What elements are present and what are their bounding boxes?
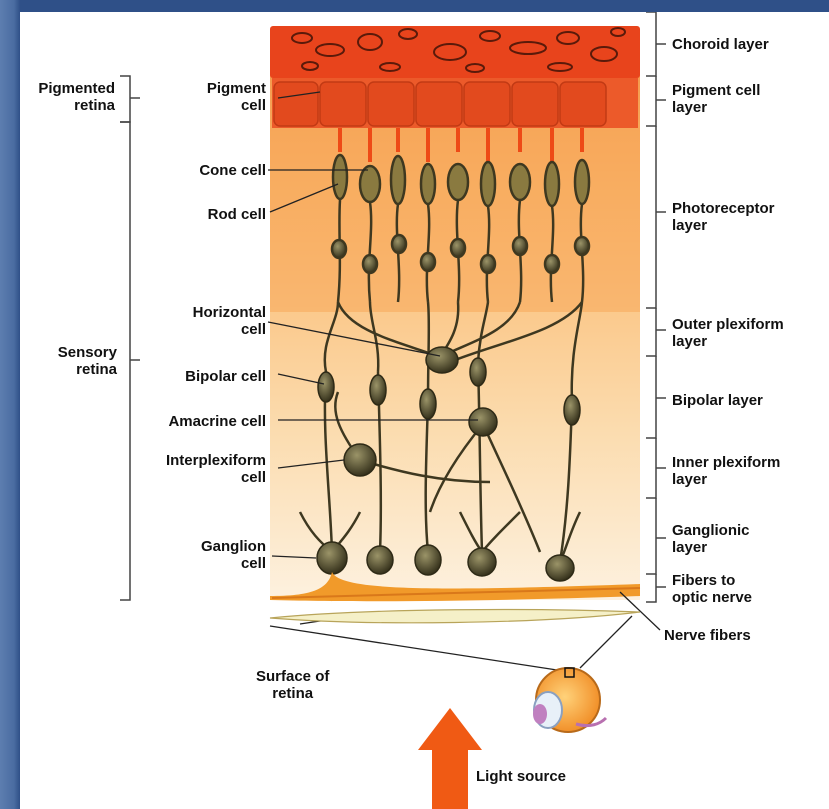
eyeball-icon <box>533 668 606 732</box>
photoreceptor-band <box>270 122 640 312</box>
label-ganglion-cell: Ganglion cell <box>150 538 266 572</box>
label-pigment-cell: Pigment cell <box>170 80 266 114</box>
pigment-cells <box>272 78 638 128</box>
label-bipolar-layer: Bipolar layer <box>672 392 763 409</box>
label-bipolar-cell: Bipolar cell <box>150 368 266 385</box>
light-arrow-icon <box>418 708 482 809</box>
label-pigmented-retina: Pigmented retina <box>20 80 115 114</box>
label-inner-plexiform-layer: Inner plexiform layer <box>672 454 780 488</box>
label-fibers-to-optic-nerve: Fibers to optic nerve <box>672 572 752 606</box>
label-horizontal-cell: Horizontal cell <box>150 304 266 338</box>
left-brackets <box>120 76 140 600</box>
label-sensory-retina: Sensory retina <box>20 344 117 378</box>
label-interplexiform-cell: Interplexiform cell <box>130 452 266 486</box>
label-rod-cell: Rod cell <box>150 206 266 223</box>
right-brackets <box>646 12 666 602</box>
label-nerve-fibers: Nerve fibers <box>664 627 751 644</box>
label-choroid-layer: Choroid layer <box>672 36 769 53</box>
label-cone-cell: Cone cell <box>150 162 266 179</box>
diagram-panel: Pigmented retina Pigment cell Cone cell … <box>20 12 829 809</box>
label-light-source: Light source <box>476 768 566 785</box>
label-surface-of-retina: Surface of retina <box>256 668 329 702</box>
retina-diagram <box>20 12 829 809</box>
label-pigment-cell-layer: Pigment cell layer <box>672 82 760 116</box>
retina-surface-sliver <box>270 610 640 623</box>
label-amacrine-cell: Amacrine cell <box>140 413 266 430</box>
label-outer-plexiform-layer: Outer plexiform layer <box>672 316 784 350</box>
label-photoreceptor-layer: Photoreceptor layer <box>672 200 775 234</box>
label-ganglionic-layer: Ganglionic layer <box>672 522 750 556</box>
choroid-block <box>270 26 640 78</box>
